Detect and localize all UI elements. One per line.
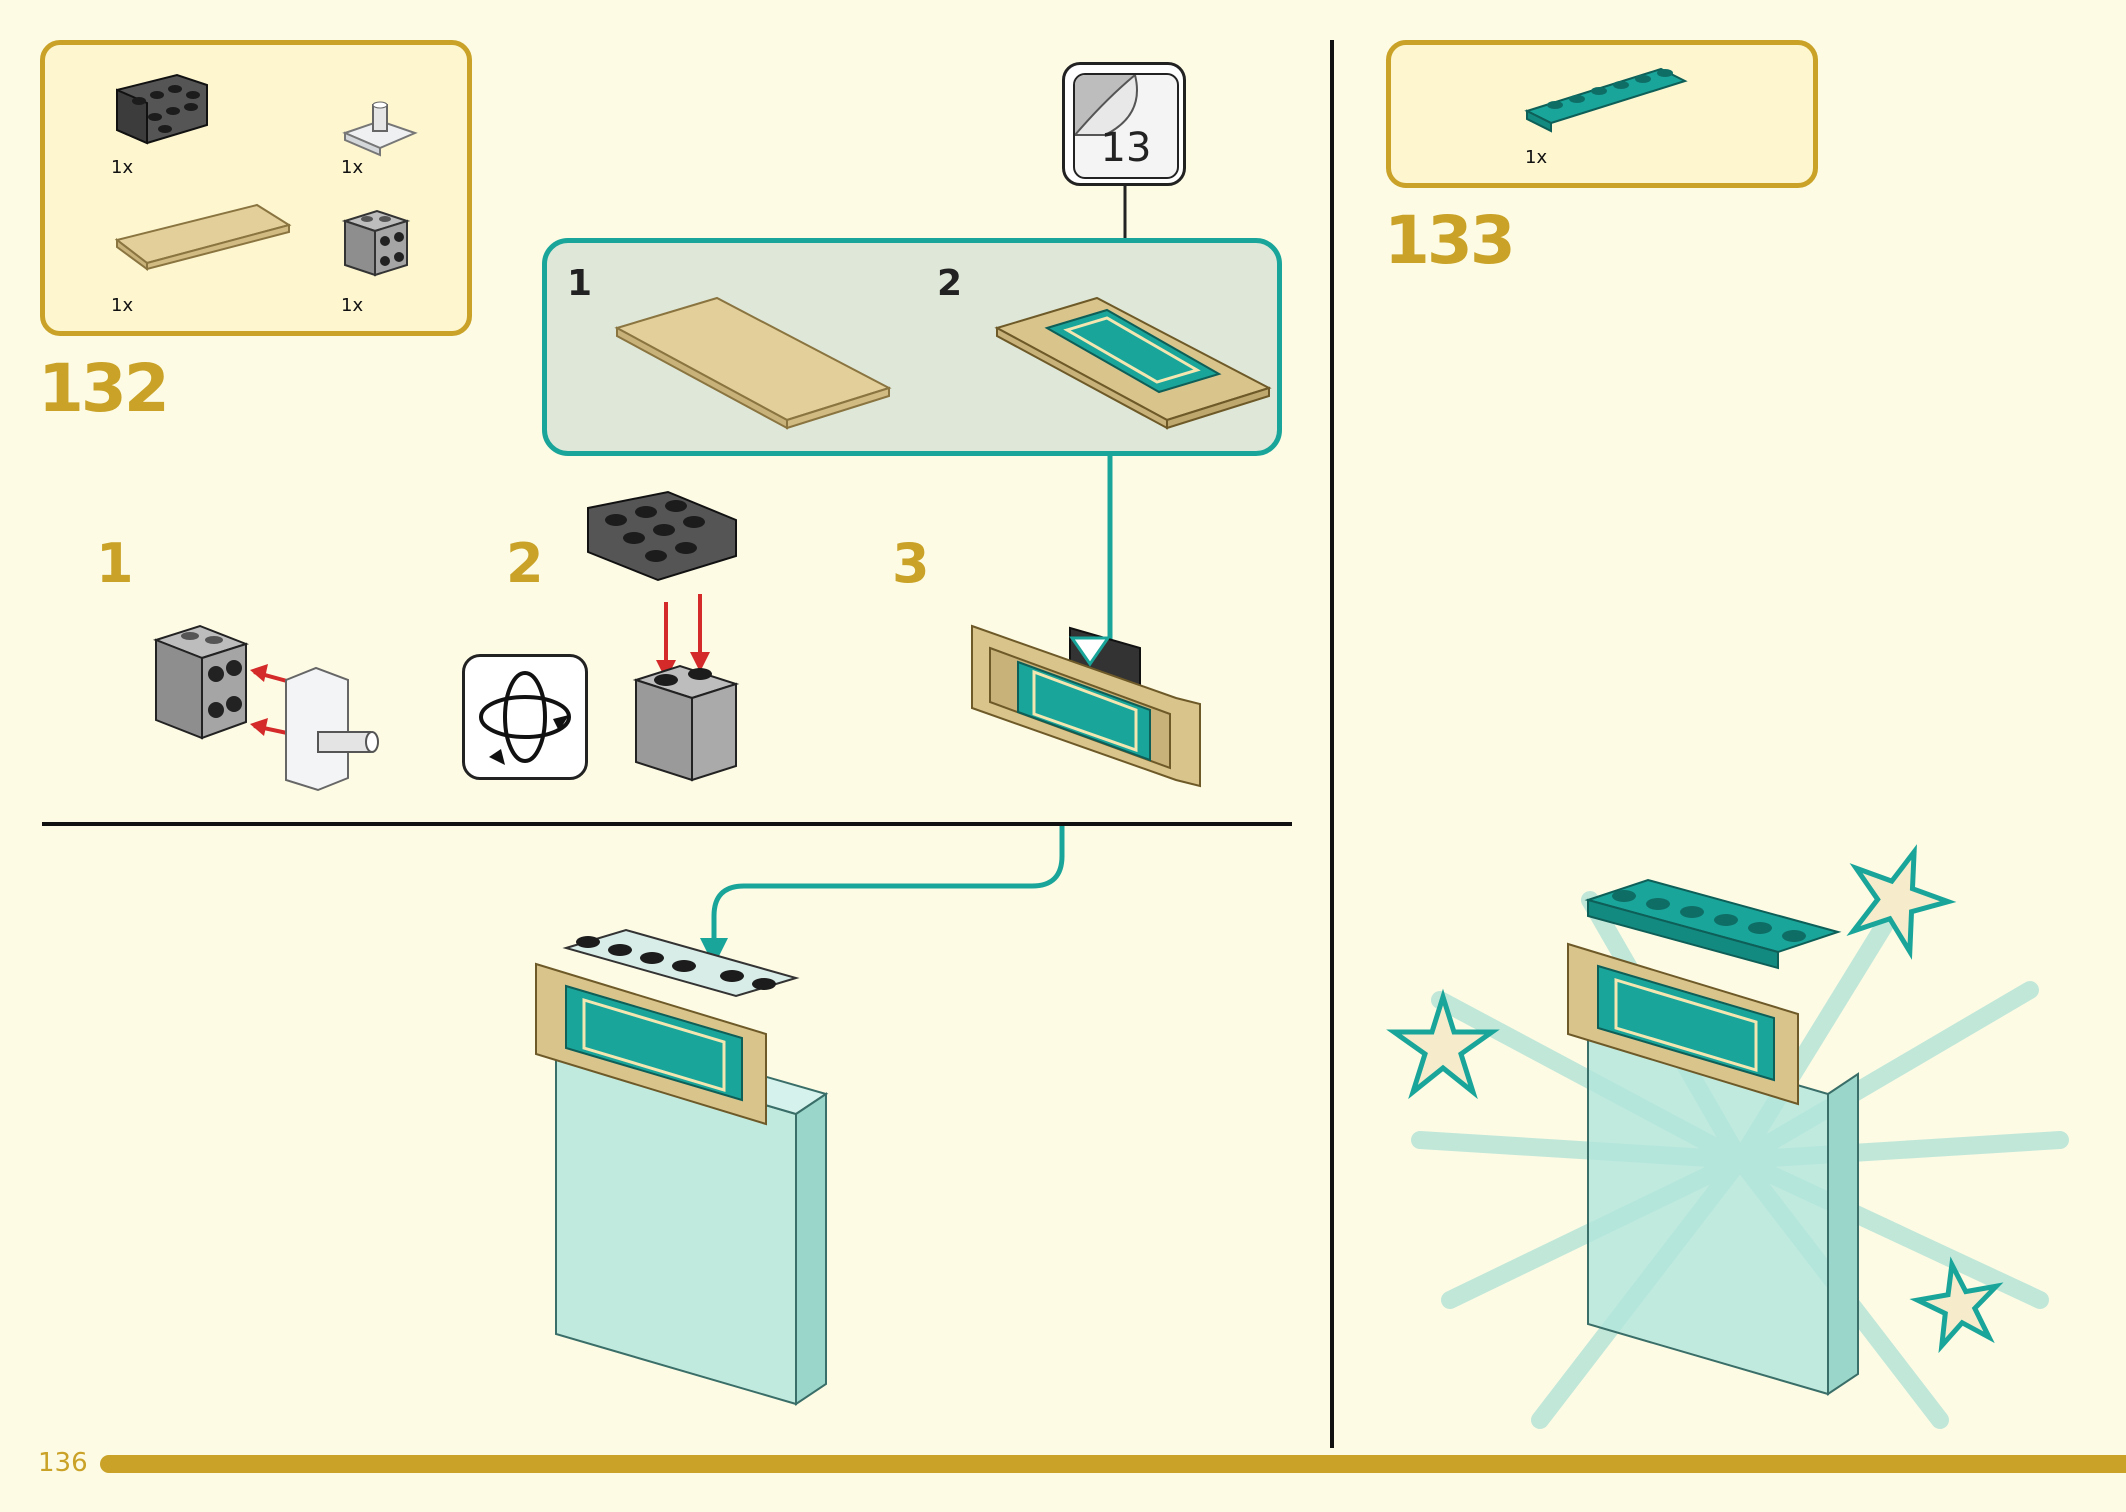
substep-1-illustration xyxy=(153,624,379,792)
substep-2-illustration xyxy=(587,490,740,782)
part-qty: 1x xyxy=(341,295,364,316)
assembly-arrow xyxy=(700,826,1065,966)
tan-tile-part-icon xyxy=(114,203,292,271)
pin-plate-part-icon xyxy=(342,101,418,157)
horizontal-divider xyxy=(42,822,1292,826)
substep-number-1: 1 xyxy=(96,532,134,595)
sticker-application-callout: 1 2 xyxy=(542,238,1282,456)
callout-step-2: 2 xyxy=(937,263,963,304)
rotate-model-icon xyxy=(462,654,588,780)
page-number: 136 xyxy=(38,1448,88,1478)
step-number-132: 132 xyxy=(38,350,170,427)
star-icon xyxy=(1909,1256,2004,1354)
substep-3-illustration xyxy=(971,624,1201,788)
star-icon xyxy=(1846,844,1957,960)
part-qty: 1x xyxy=(111,295,134,316)
callout-step-1: 1 xyxy=(567,263,593,304)
plain-tile-icon xyxy=(614,296,892,430)
model-step-133 xyxy=(1567,878,1859,1396)
substep-number-2: 2 xyxy=(506,532,544,595)
bracket-part-icon xyxy=(116,73,208,145)
teal-plate-part-icon xyxy=(1524,67,1688,133)
sticker-number: 13 xyxy=(1100,125,1152,171)
sticker-icon: 13 xyxy=(1073,73,1179,179)
parts-list-133: 1x xyxy=(1386,40,1818,188)
part-qty: 1x xyxy=(111,157,134,178)
model-step-132 xyxy=(535,928,829,1406)
stickered-tile-icon xyxy=(994,296,1272,430)
progress-bar xyxy=(100,1455,2126,1473)
step-number-133: 133 xyxy=(1384,202,1516,279)
sticker-reference: 13 xyxy=(1062,62,1186,186)
gray-brick-part-icon xyxy=(341,209,411,277)
part-qty: 1x xyxy=(341,157,364,178)
part-qty: 1x xyxy=(1525,147,1548,168)
parts-list-132: 1x 1x 1x 1x xyxy=(40,40,472,336)
vertical-divider xyxy=(1330,40,1334,1448)
star-icon xyxy=(1386,988,1500,1100)
substep-number-3: 3 xyxy=(892,532,930,595)
